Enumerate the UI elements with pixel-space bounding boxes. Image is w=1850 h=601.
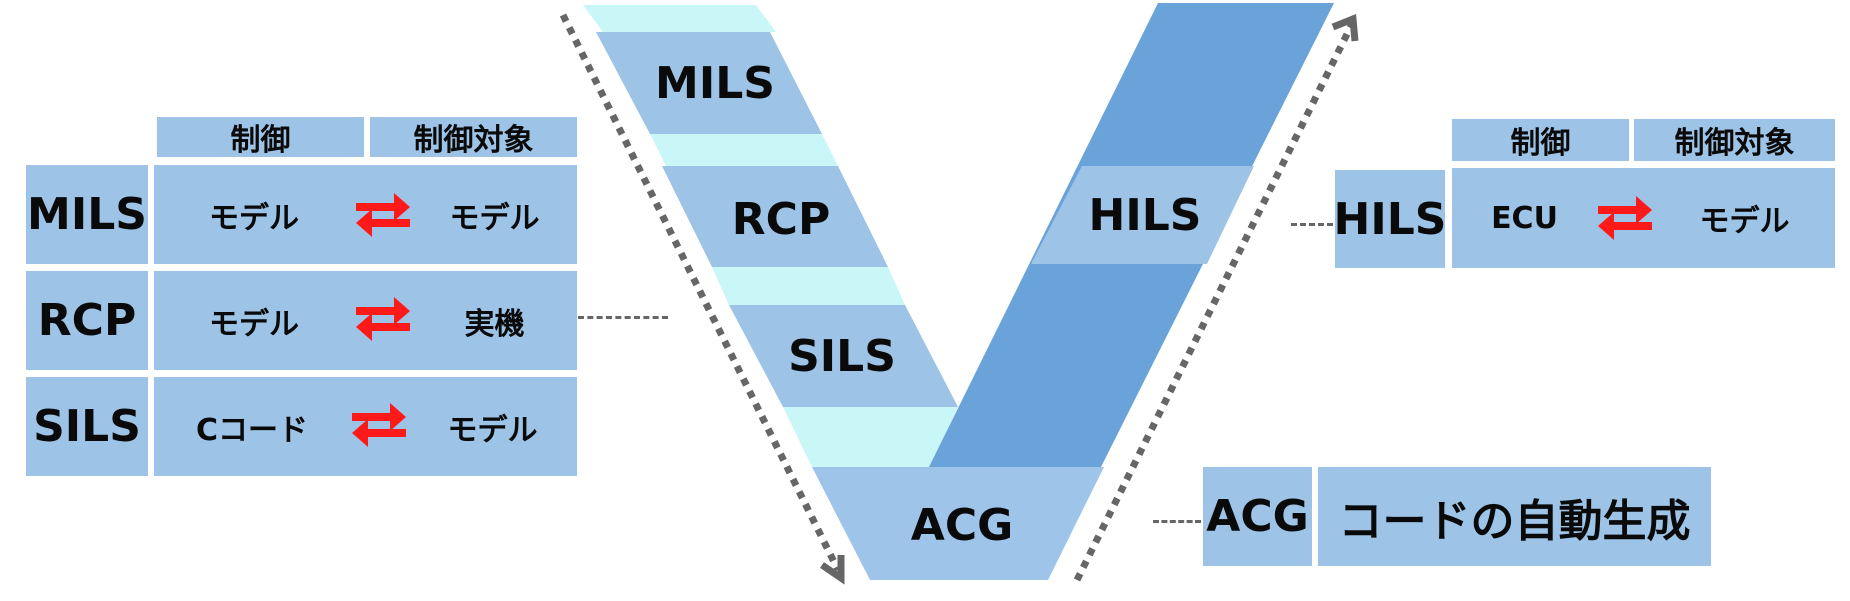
v-left-band-rcp [662,166,888,267]
dotted-up-line [1073,22,1356,582]
swap-arrows-icon [356,297,410,341]
dotted-up-arrow-icon [1331,14,1359,42]
left-row-mils-target: モデル [449,200,540,236]
left-row-mils: モデル モデル [154,165,577,264]
acg-description: コードの自動生成 [1318,467,1711,566]
v-left-band-4 [783,407,958,467]
dotted-down-arrow-icon [820,555,845,585]
acg-connector-dash [1153,520,1201,523]
left-row-rcp-control: モデル [209,306,299,342]
left-row-sils-control: Cコード [195,412,309,448]
v-left-band-sils [729,305,958,407]
v-left-band-top [583,5,776,32]
v-label-acg: ACG [910,499,1014,551]
left-row-label-rcp: RCP [26,271,148,370]
right-row-label-hils: HILS [1334,170,1446,268]
left-row-sils-target: モデル [447,412,538,448]
right-header-target: 制御対象 [1634,119,1835,161]
v-left-band-2 [650,134,838,166]
v-left-band-mils [596,32,822,134]
left-row-rcp-target: 実機 [464,306,525,342]
right-row-hils: ECU モデル [1452,168,1835,268]
left-connector-dash [578,316,668,319]
v-left-band-3 [712,267,905,305]
v-right-band-hils [1031,166,1254,264]
v-label-rcp: RCP [731,193,831,245]
left-header-target: 制御対象 [370,117,577,158]
acg-label: ACG [1203,467,1312,566]
v-label-hils: HILS [1088,189,1202,241]
swap-arrows-icon [352,403,406,447]
left-row-sils: Cコード モデル [154,377,577,476]
left-row-rcp: モデル 実機 [154,271,577,370]
left-header-control: 制御 [157,117,364,158]
left-row-mils-control: モデル [209,200,299,236]
v-label-mils: MILS [655,57,775,109]
right-row-hils-control: ECU [1491,200,1558,236]
v-bottom [812,467,1104,580]
swap-arrows-icon [1598,196,1652,240]
swap-arrows-icon [356,193,410,237]
right-header-control: 制御 [1452,119,1629,161]
left-row-label-mils: MILS [26,165,148,264]
right-row-hils-target: モデル [1699,204,1790,239]
left-row-label-sils: SILS [26,377,148,476]
dotted-down-line [559,13,842,572]
right-connector-dash [1291,223,1333,226]
v-label-sils: SILS [788,330,896,382]
